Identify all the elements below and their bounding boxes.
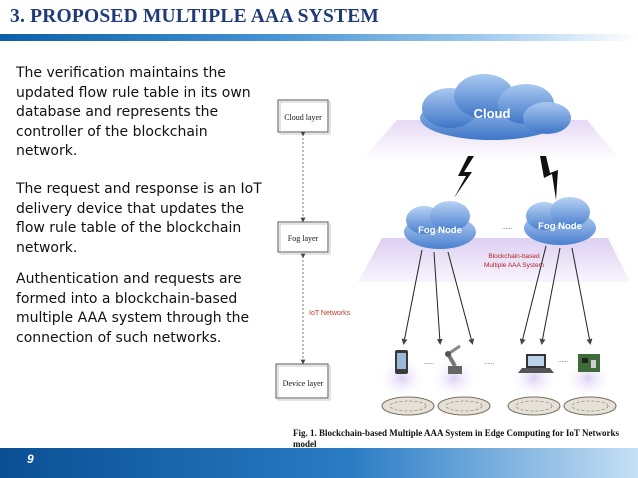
device-ellipsis: ...... bbox=[558, 358, 568, 364]
device-ellipsis: ...... bbox=[484, 360, 494, 366]
paragraph-request-response: The request and response is an IoT deliv… bbox=[16, 181, 262, 256]
fog-plane bbox=[358, 238, 630, 282]
device-layer-label: Device layer bbox=[283, 379, 324, 388]
cloud-layer-label: Cloud layer bbox=[284, 113, 322, 122]
figure-caption: Fig. 1. Blockchain-based Multiple AAA Sy… bbox=[293, 428, 619, 449]
laptop-device-icon bbox=[518, 354, 554, 373]
iot-networks-label: IoT Networks bbox=[309, 310, 351, 317]
fog-node-left-label: Fog Node bbox=[418, 225, 462, 236]
slide-title: 3. PROPOSED MULTIPLE AAA SYSTEM bbox=[10, 6, 380, 27]
network-ring-icon bbox=[507, 396, 561, 416]
phone-device-icon bbox=[395, 350, 408, 374]
fog-ellipsis: ...... bbox=[502, 225, 512, 231]
page-number: 9 bbox=[27, 452, 34, 466]
fog-layer-box: Fog layer bbox=[277, 221, 331, 255]
fog-layer-label: Fog layer bbox=[288, 234, 319, 243]
fog-node-right-label: Fog Node bbox=[538, 221, 582, 232]
paragraph-verification: The verification maintains the updated f… bbox=[16, 65, 251, 159]
cloud-icon: Cloud bbox=[420, 74, 571, 140]
title-divider bbox=[0, 34, 638, 41]
cloud-layer-box: Cloud layer bbox=[277, 99, 331, 135]
aaa-system-figure: Cloud layer Fog layer Device layer IoT N… bbox=[275, 74, 630, 416]
footer-band bbox=[0, 448, 638, 478]
robot-arm-device-icon bbox=[445, 344, 462, 374]
network-ring-icon bbox=[563, 396, 617, 416]
paragraph-authentication: Authentication and requests are formed i… bbox=[16, 271, 250, 346]
fog-device-arrows bbox=[401, 245, 593, 345]
lightning-bolt-icon bbox=[540, 156, 558, 200]
device-glow bbox=[378, 356, 426, 400]
cloud-label: Cloud bbox=[474, 106, 511, 121]
blockchain-label-line1: Blockchain-based bbox=[488, 253, 540, 260]
device-layer-box: Device layer bbox=[275, 363, 331, 401]
fog-node-right: Fog Node bbox=[524, 197, 596, 245]
device-ellipsis: ...... bbox=[424, 360, 434, 366]
device-glow bbox=[430, 356, 478, 400]
network-ring-icon bbox=[437, 396, 491, 416]
title-bar: 3. PROPOSED MULTIPLE AAA SYSTEM bbox=[0, 0, 638, 34]
lightning-bolt-icon bbox=[454, 156, 474, 198]
blockchain-label-line2: Multiple AAA System bbox=[484, 262, 544, 269]
circuit-board-device-icon bbox=[578, 354, 600, 372]
network-ring-icon bbox=[381, 396, 435, 416]
fog-node-left: Fog Node bbox=[404, 201, 476, 249]
